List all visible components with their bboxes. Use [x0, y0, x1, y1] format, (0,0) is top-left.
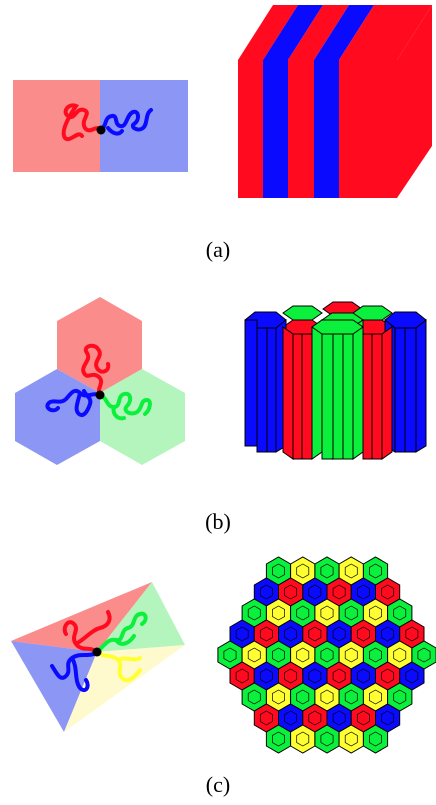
polyhedron-face-detail	[272, 605, 285, 621]
polyhedron-face-detail	[381, 584, 395, 600]
polyhedron-face-detail	[259, 626, 273, 642]
polyhedron-face-detail	[405, 626, 419, 642]
polyhedron-face-detail	[381, 710, 395, 726]
polyhedron-face-detail	[369, 731, 382, 747]
polyhedron-face-detail	[332, 584, 346, 600]
polyhedron-face-detail	[344, 605, 358, 621]
polyhedron-face-detail	[259, 668, 273, 684]
panel-b-red-chain	[81, 343, 111, 397]
polyhedron-face-detail	[381, 668, 395, 684]
panel-c-figure	[11, 556, 436, 754]
polyhedron-face-detail	[332, 626, 346, 642]
polyhedron-face-detail	[320, 731, 334, 747]
polyhedron-face-detail	[308, 584, 322, 600]
polyhedron-face-detail	[320, 563, 334, 579]
polyhedron-face-detail	[320, 689, 334, 705]
polyhedron-face-detail	[247, 647, 261, 663]
polyhedron-face-detail	[344, 689, 358, 705]
polyhedron-face-detail	[356, 626, 370, 642]
polyhedron-face-detail	[356, 710, 370, 726]
polyhedron-face-detail	[247, 689, 261, 705]
polyhedron-face-detail	[235, 668, 249, 684]
polyhedron-face-detail	[405, 668, 419, 684]
panel-b-blue-chain	[45, 388, 102, 417]
polyhedron-face-detail	[381, 626, 395, 642]
polyhedron-face-detail	[308, 626, 322, 642]
panel-c-polyhedral-cluster	[217, 556, 436, 754]
polyhedron-face-detail	[344, 731, 358, 747]
polyhedron-face-detail	[320, 647, 334, 663]
panel-b-green-chain	[98, 391, 152, 421]
panel-a-figure	[13, 5, 432, 198]
panel-c-red-chain	[62, 610, 112, 654]
polyhedron-face-detail	[259, 710, 273, 726]
polyhedron-face-detail	[320, 605, 334, 621]
column-red-left	[282, 326, 313, 460]
panel-c-caption: (c)	[205, 772, 231, 797]
polyhedron-face-detail	[356, 668, 370, 684]
polyhedron-face-detail	[308, 710, 322, 726]
polyhedron-face-detail	[223, 647, 237, 663]
panel-c-junction-point	[92, 647, 102, 657]
polyhedron-face-detail	[332, 668, 346, 684]
polyhedron-face-detail	[284, 710, 298, 726]
polyhedron-face-detail	[284, 584, 298, 600]
polyhedron-face-detail	[247, 605, 261, 621]
polyhedron-face-detail	[272, 647, 285, 663]
panel-c-junction-diagram	[11, 582, 185, 732]
panel-a-blue-chain	[99, 108, 153, 136]
polyhedron-face-detail	[344, 647, 358, 663]
panel-b-hexagonal-columns	[244, 301, 427, 460]
column-green-center	[311, 319, 364, 460]
polyhedron-face-detail	[356, 584, 370, 600]
polyhedron-face-detail	[296, 605, 310, 621]
panel-a-junction-diagram	[13, 80, 188, 172]
polyhedron-face-detail	[369, 605, 382, 621]
panel-a-red-chain	[61, 103, 103, 142]
panel-c-green-domain	[97, 582, 185, 652]
polyhedron-face-detail	[332, 710, 346, 726]
polyhedron-face-detail	[284, 668, 298, 684]
panel-c-yellow-chain	[95, 650, 142, 683]
panel-a-caption: (a)	[205, 237, 231, 262]
polyhedron-face-detail	[344, 563, 358, 579]
column-red-right	[362, 326, 393, 460]
panel-a-junction-point	[96, 125, 106, 135]
polyhedron-face-detail	[393, 647, 407, 663]
polyhedron-face-detail	[369, 689, 382, 705]
panel-b-green-domain	[100, 369, 185, 465]
column-blue-left	[244, 318, 287, 453]
polyhedron-face-detail	[417, 647, 431, 663]
polyhedron-face-detail	[393, 689, 407, 705]
polyhedron-face-detail	[296, 689, 310, 705]
polyhedron-face-detail	[272, 563, 285, 579]
polyhedron-face-detail	[296, 647, 310, 663]
polyhedron-face	[362, 724, 389, 754]
panel-b-caption: (b)	[205, 509, 231, 534]
polyhedron-face-detail	[369, 563, 382, 579]
polyhedron-face-detail	[308, 668, 322, 684]
panel-c-green-chain	[95, 611, 148, 654]
polyhedron-face-detail	[272, 731, 285, 747]
panel-c-blue-chain	[50, 650, 99, 693]
panel-c-yellow-domain	[64, 645, 185, 732]
panel-a-lamellar-block	[238, 5, 432, 198]
polyhedron-face-detail	[272, 689, 285, 705]
polyhedron-face-detail	[296, 563, 310, 579]
panel-b-red-domain	[57, 297, 142, 393]
polyhedron-face-detail	[235, 626, 249, 642]
panel-b-junction-diagram	[15, 297, 185, 465]
polyhedron-face-detail	[259, 584, 273, 600]
polyhedron-face-detail	[393, 605, 407, 621]
panel-b-figure	[15, 297, 427, 465]
polyhedron-face-detail	[296, 731, 310, 747]
polyhedron-face-detail	[284, 626, 298, 642]
panel-b-junction-point	[95, 390, 105, 400]
panel-c-red-domain	[11, 582, 152, 652]
polyhedron-face-detail	[369, 647, 382, 663]
panel-a-red-domain	[13, 80, 100, 172]
